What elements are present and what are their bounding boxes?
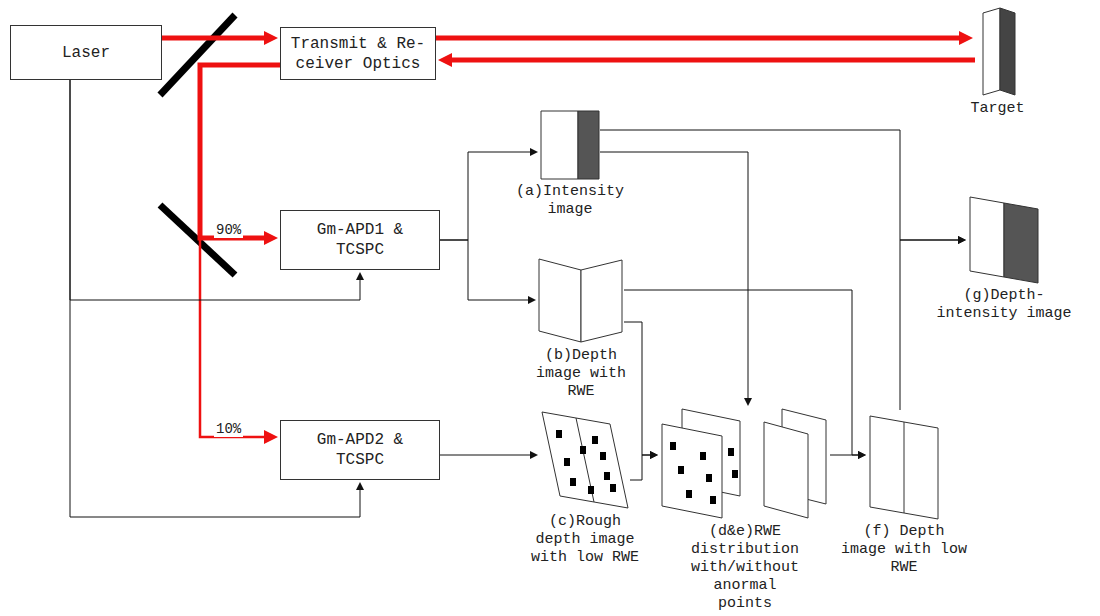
image-picture [538,258,624,344]
image-picture [660,408,830,520]
image-panel [970,197,1004,277]
image-icon: (f) Depth image with low RWE [868,410,940,520]
image-picture [540,410,630,510]
anomal-point [580,446,586,454]
image-caption: (a)Intensity image [514,183,626,219]
connector-arrow [452,58,975,63]
anomal-point [686,490,692,498]
image-caption: Target [958,100,1038,118]
image-caption: (c)Rough depth image with low RWE [523,513,647,567]
image-panel [1000,8,1015,95]
edge-label: 90% [214,222,243,238]
image-caption: (g)Depth-intensity image [926,287,1082,323]
box-label: Gm-APD2 & TCSPC [300,430,420,470]
image-caption: (d&e)RWE distribution with/without anorm… [683,523,807,613]
connector-arrow [900,240,958,410]
anomal-point [570,478,576,486]
image-panel [578,111,599,179]
image-panel [542,412,628,508]
image-panel [539,259,581,342]
process-box: Gm-APD1 & TCSPC [280,210,440,270]
image-icon: (g)Depth-intensity image [968,196,1040,284]
anomal-point [592,436,598,444]
image-picture [975,5,1020,97]
panel-fold [576,418,594,502]
image-icon: (d&e)RWE distribution with/without anorm… [660,408,830,520]
image-panel [581,260,622,342]
connector-arrow [200,65,280,238]
image-panel [1004,203,1038,283]
anomal-point [710,496,716,504]
connector-arrow [436,36,959,41]
process-box: Laser [10,25,162,80]
box-label: Transmit & Re- ceiver Optics [286,34,430,74]
label-holder: 10% [214,419,243,437]
panel-fold [904,422,905,513]
image-picture [540,110,600,180]
anomal-point [706,474,712,482]
connector-arrow [440,455,530,456]
anomal-point [700,452,706,460]
connector-arrow [162,36,264,41]
image-caption: (f) Depth image with low RWE [838,523,970,577]
connector-arrow [200,65,280,437]
connector-arrow [600,130,958,240]
image-caption: (b)Depth image with RWE [519,347,643,401]
anomal-point [728,448,734,456]
process-box: Transmit & Re- ceiver Optics [280,27,436,80]
anomal-point [678,466,684,474]
anomal-point [604,472,610,480]
process-box: Gm-APD2 & TCSPC [280,420,440,480]
anomal-point [732,470,738,478]
image-panel [983,8,1000,95]
connector-arrow [440,240,528,300]
image-icon: (b)Depth image with RWE [538,258,624,344]
label-holder: 90% [214,220,243,238]
image-icon: (c)Rough depth image with low RWE [540,410,630,510]
connector-arrow [624,322,650,455]
image-icon: (a)Intensity image [540,110,600,180]
connector-arrow [630,455,650,480]
anomal-point [588,486,594,494]
anomal-point [564,458,570,466]
image-panel [662,424,722,518]
box-label: Gm-APD1 & TCSPC [300,220,420,260]
box-label: Laser [16,43,156,63]
anomal-point [600,452,606,460]
image-picture [868,410,940,520]
image-icon: Target [975,5,1020,97]
anomal-point [670,442,676,450]
image-panel [764,422,808,518]
image-panel [870,416,938,519]
anomal-point [610,484,616,492]
image-picture [968,196,1040,284]
image-panel [541,111,578,179]
edge-label: 10% [214,421,243,437]
anomal-point [556,430,562,438]
